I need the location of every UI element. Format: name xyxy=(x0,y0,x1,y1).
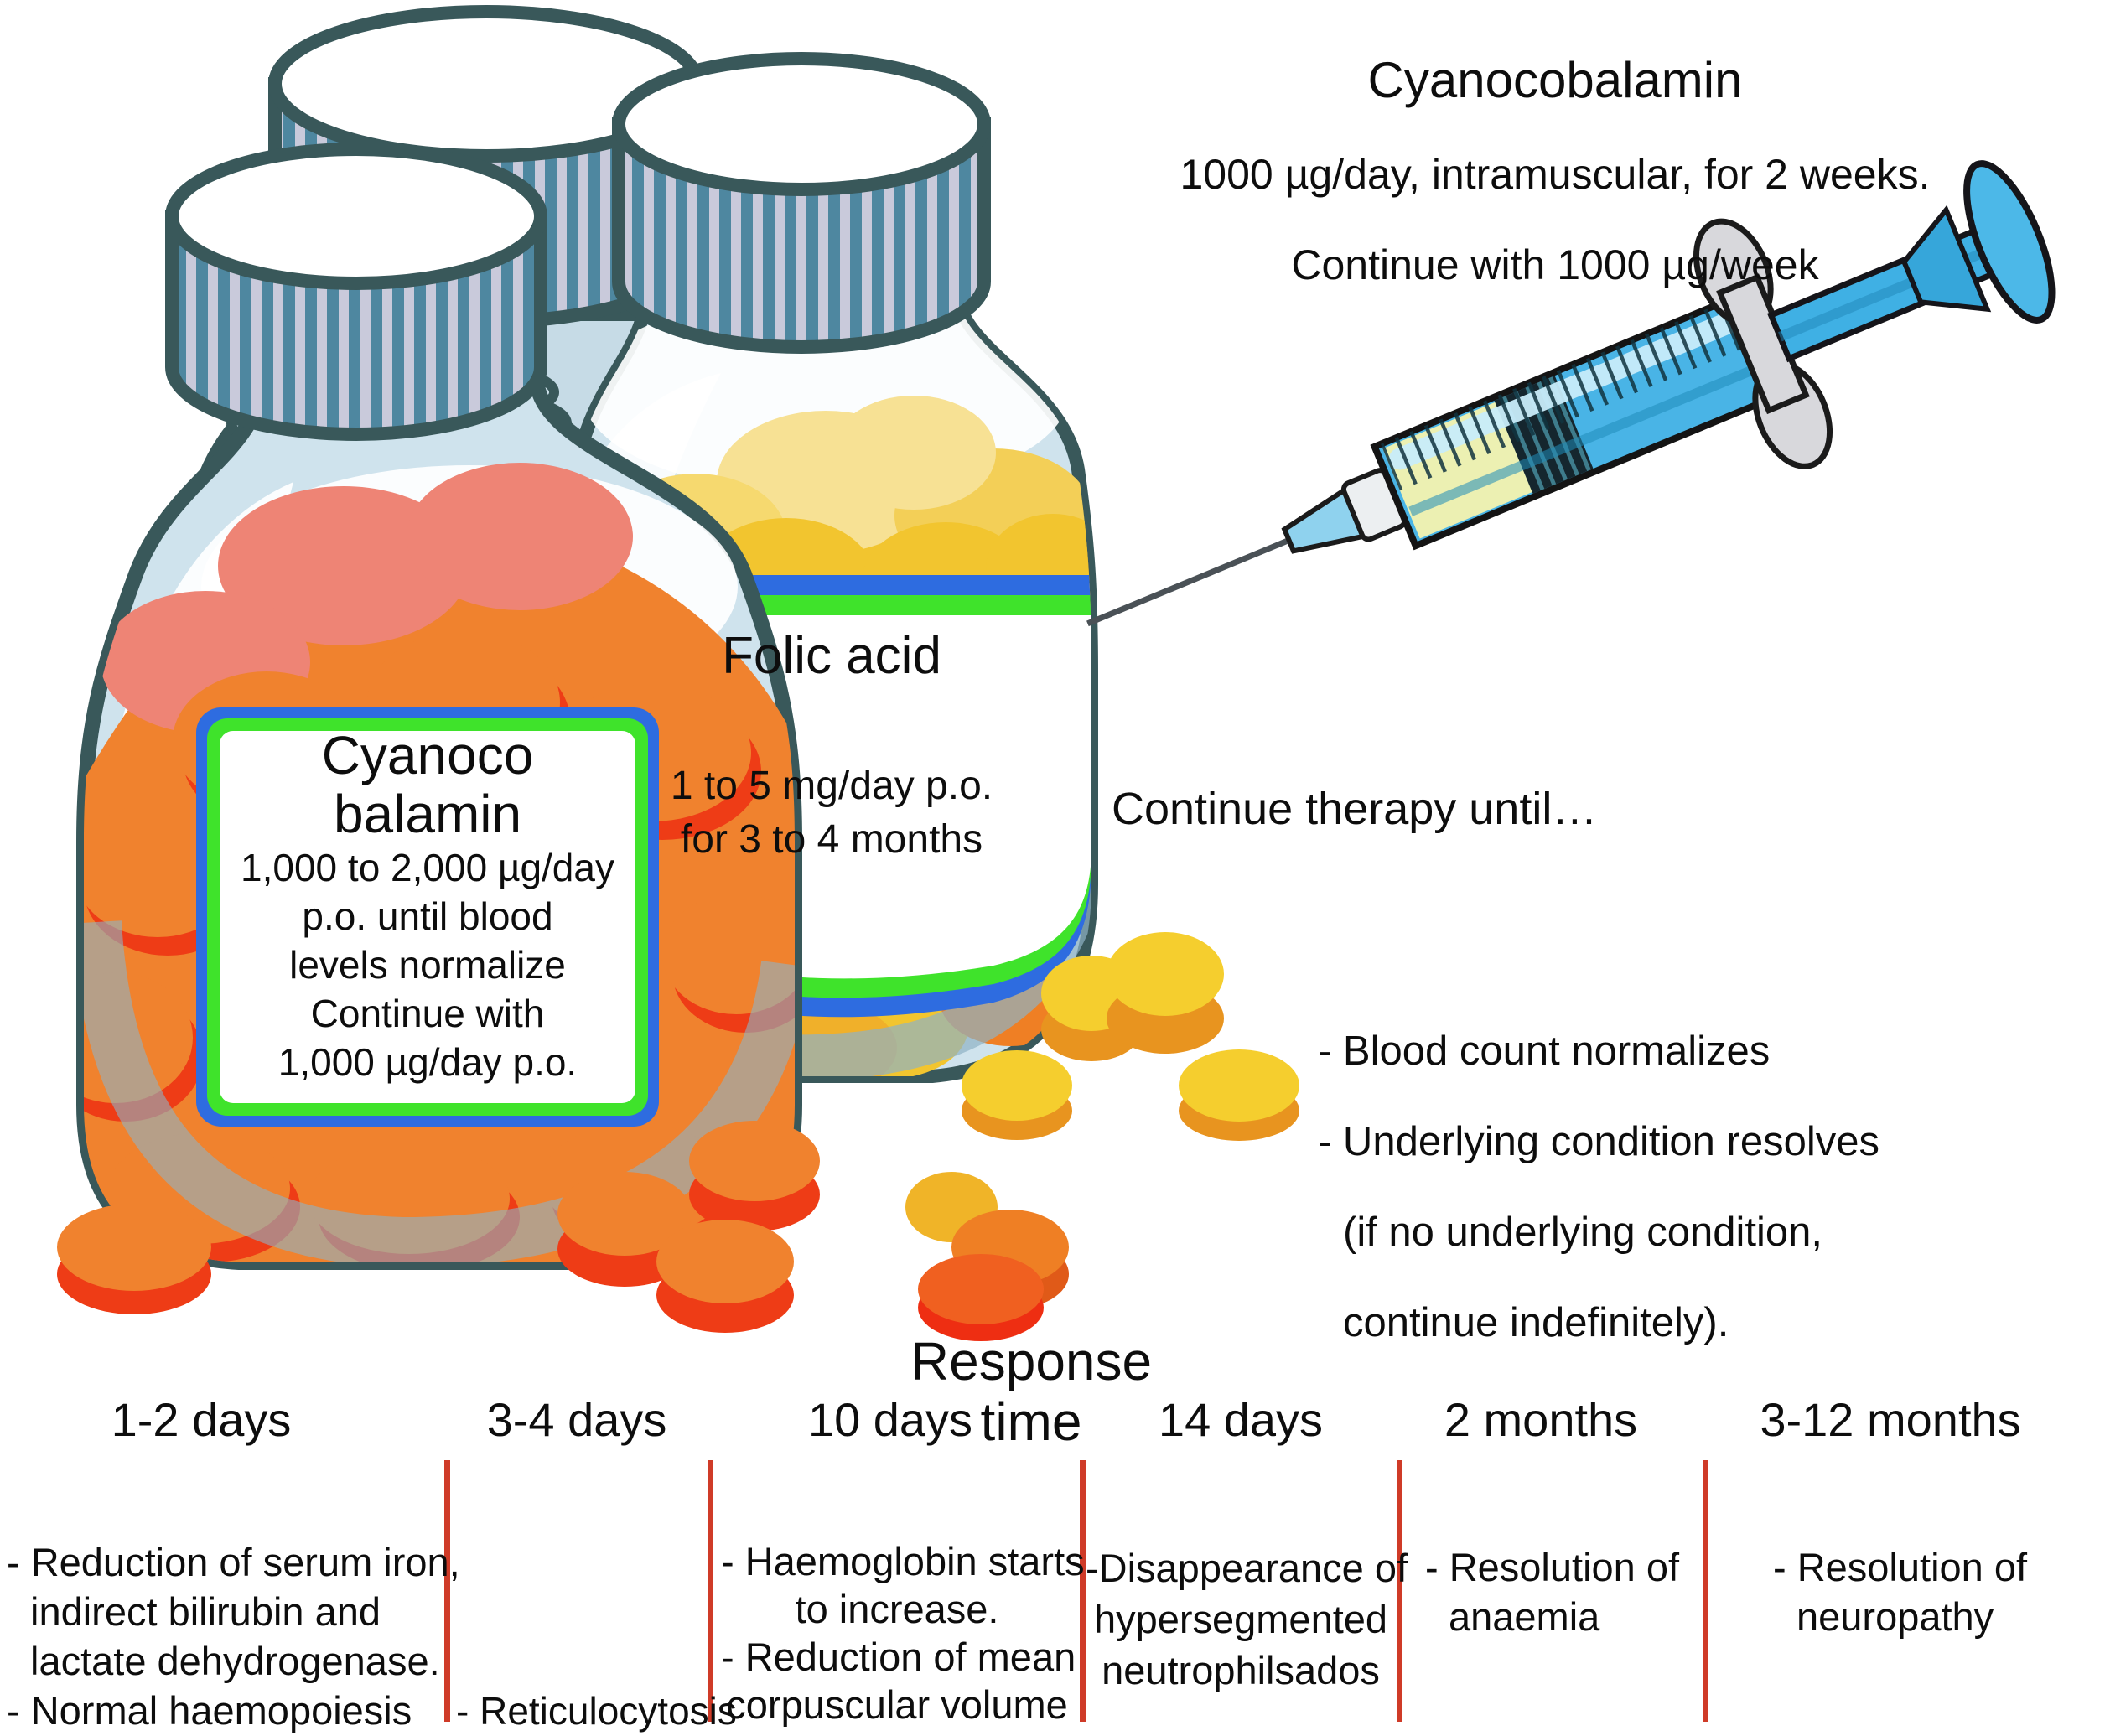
column-divider-2 xyxy=(708,1460,713,1722)
cell-line: -Disappearance of xyxy=(1086,1546,1408,1590)
column-header-2-months: 2 months xyxy=(1444,1393,1638,1446)
cell-line: anaemia xyxy=(1449,1594,1600,1639)
response-cell-14-days: -Disappearance of hypersegmented neutrop… xyxy=(1086,1542,1408,1696)
response-cell-2-months: - Resolution of anaemia xyxy=(1425,1542,1679,1641)
cyano-label-line: 1,000 to 2,000 µg/day xyxy=(241,846,614,889)
injection-title: Cyanocobalamin xyxy=(1367,52,1743,108)
cyano-label-title-line1: Cyanoco xyxy=(321,725,534,785)
therapy-bullet: - Blood count normalizes xyxy=(1318,1029,1771,1074)
cell-line: - Reduction of serum iron, xyxy=(7,1540,460,1584)
response-cell-10-days: - Haemoglobin starts to increase. - Redu… xyxy=(721,1537,1085,1728)
cyano-label-line: 1,000 µg/day p.o. xyxy=(277,1040,578,1084)
cell-line: neuropathy xyxy=(1797,1594,1994,1639)
cell-line: hypersegmented xyxy=(1093,1597,1388,1641)
cell-line: - Resolution of xyxy=(1425,1545,1680,1589)
folic-label-line: 1 to 5 mg/day p.o. xyxy=(670,764,993,808)
column-divider-1 xyxy=(444,1460,450,1722)
column-header-10-days: 10 days xyxy=(807,1393,973,1446)
syringe-finger-flange xyxy=(1693,218,1833,469)
therapy-bullet: - Underlying condition resolves xyxy=(1318,1119,1879,1164)
response-cell-3-4-days: - Reticulocytosis xyxy=(456,1542,737,1736)
column-divider-5 xyxy=(1703,1460,1708,1722)
response-cell-3-12-months: - Resolution of neuropathy xyxy=(1773,1542,2027,1641)
folic-label-title: Folic acid xyxy=(722,627,941,685)
syringe-thumb-pad xyxy=(1963,160,2056,324)
injection-dose-line: 1000 µg/day, intramuscular, for 2 weeks. xyxy=(1180,151,1931,198)
cyano-label xyxy=(196,707,659,1127)
cyano-label-line: p.o. until blood xyxy=(302,894,553,938)
column-header-3-12-months: 3-12 months xyxy=(1760,1393,2021,1446)
cell-line: - Haemoglobin starts xyxy=(721,1539,1085,1583)
injection-info-block: Cyanocobalamin 1000 µg/day, intramuscula… xyxy=(1169,50,1941,290)
scattered-pills xyxy=(57,932,1299,1341)
cell-line: corpuscular volume xyxy=(726,1682,1068,1727)
folic-cap-top xyxy=(612,52,991,196)
syringe-barrel xyxy=(1370,291,1785,551)
cell-line: - Reduction of mean xyxy=(721,1635,1076,1679)
injection-maintenance-line: Continue with 1000 µg/week xyxy=(1291,241,1819,288)
folic-acid-label-text: Folic acid 1 to 5 mg/day p.o. for 3 to 4… xyxy=(597,627,1066,867)
cyano-cap-top xyxy=(165,143,547,290)
cell-line: lactate dehydrogenase. xyxy=(30,1639,440,1683)
cell-line: indirect bilirubin and xyxy=(30,1589,381,1634)
response-time-title: Response time xyxy=(910,1331,1153,1452)
cell-line: - Resolution of xyxy=(1773,1545,2028,1589)
column-header-3-4-days: 3-4 days xyxy=(486,1393,667,1446)
pill-bottle-cyanocobalamin xyxy=(76,143,802,1270)
cell-line: - Normal haemopoiesis xyxy=(7,1688,412,1733)
therapy-bullet-list: - Blood count normalizes - Underlying co… xyxy=(1318,1028,1879,1390)
syringe-graduations xyxy=(1381,298,1753,491)
cyano-label-line: levels normalize xyxy=(289,943,566,987)
folic-label-line: for 3 to 4 months xyxy=(680,817,983,862)
cyanocobalamin-label-text: Cyanoco balamin 1,000 to 2,000 µg/day p.… xyxy=(220,726,635,1086)
syringe-needle xyxy=(1086,536,1293,627)
therapy-bullet: (if no underlying condition, xyxy=(1343,1210,1823,1255)
syringe-plunger xyxy=(1767,160,2056,363)
column-header-14-days: 14 days xyxy=(1158,1393,1324,1446)
column-divider-4 xyxy=(1397,1460,1402,1722)
cyano-label-title-line2: balamin xyxy=(333,784,522,844)
column-header-1-2-days: 1-2 days xyxy=(111,1393,292,1446)
response-cell-1-2-days: - Reduction of serum iron, indirect bili… xyxy=(7,1537,460,1735)
therapy-bullet: continue indefinitely). xyxy=(1343,1300,1729,1345)
column-divider-3 xyxy=(1080,1460,1086,1722)
cell-line: to increase. xyxy=(795,1587,999,1631)
cell-line: - Reticulocytosis xyxy=(456,1689,737,1733)
cell-line: neutrophilsados xyxy=(1102,1648,1380,1692)
therapy-section-title: Continue therapy until… xyxy=(1112,784,1598,834)
cyano-label-line: Continue with xyxy=(310,992,545,1035)
syringe-illustration xyxy=(1086,160,2056,627)
